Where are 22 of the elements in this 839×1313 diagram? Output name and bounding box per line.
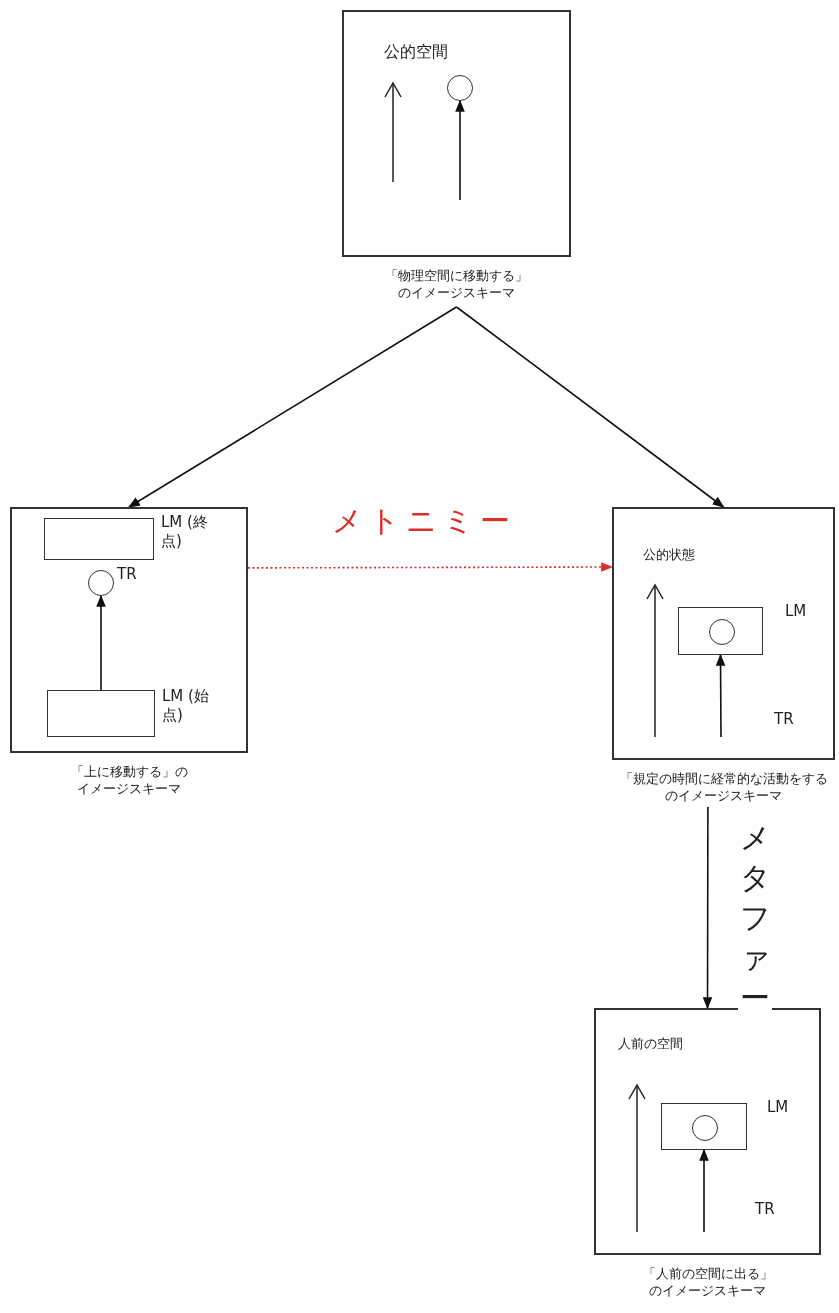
- arrow: [96, 594, 106, 691]
- role-label: TR: [755, 1200, 775, 1219]
- arrow: [699, 1148, 709, 1233]
- arrow: [247, 562, 614, 572]
- schema-caption: 「物理空間に移動する」のイメージスキーマ: [384, 267, 529, 301]
- arrow: [455, 99, 465, 201]
- role-label: LM: [767, 1098, 790, 1117]
- role-label: LM (始点): [162, 687, 210, 725]
- schema-caption: 「規定の時間に経常的な活動をするのイメージスキーマ: [618, 770, 829, 804]
- region-label: 公的空間: [384, 42, 448, 61]
- role-label: TR: [774, 710, 794, 729]
- schema-caption: 「上に移動する」のイメージスキーマ: [69, 763, 189, 797]
- arrow: [455, 306, 725, 508]
- arrow: [715, 653, 726, 738]
- region-label: 公的状態: [643, 546, 695, 564]
- schema-caption: 「人前の空間に出る」のイメージスキーマ: [641, 1265, 774, 1299]
- role-label: TR: [117, 565, 138, 584]
- role-label: LM: [785, 602, 808, 621]
- arrow: [702, 806, 713, 1010]
- region-label: 人前の空間: [618, 1035, 683, 1053]
- arrow: [128, 306, 458, 508]
- role-label: LM (終点): [161, 513, 209, 551]
